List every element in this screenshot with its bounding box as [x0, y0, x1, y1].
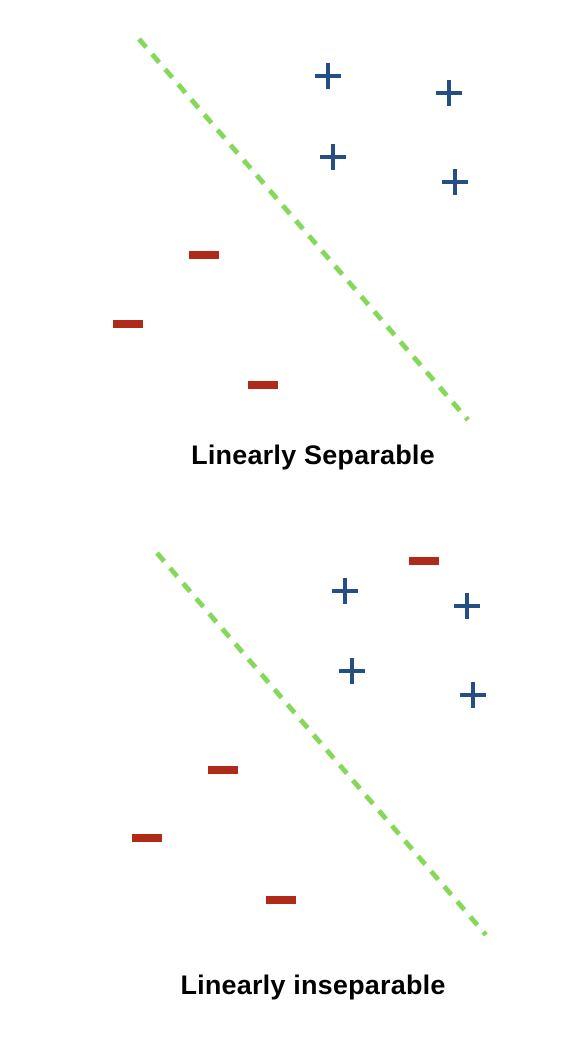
negative-marker — [113, 320, 143, 328]
positive-marker — [460, 682, 486, 708]
negative-marker — [132, 834, 162, 842]
inseparable-caption: Linearly inseparable — [180, 970, 446, 1000]
separable-plot — [113, 37, 470, 422]
negative-marker — [208, 766, 238, 774]
separable-panel: Linearly Separable — [0, 0, 566, 500]
positive-marker — [339, 658, 365, 684]
positive-marker — [436, 80, 462, 106]
decision-boundary-line — [155, 551, 488, 937]
negative-marker — [189, 251, 219, 259]
inseparable-plot — [132, 551, 488, 937]
positive-marker — [454, 593, 480, 619]
negative-marker — [248, 381, 278, 389]
positive-marker — [315, 63, 341, 89]
inseparable-panel: Linearly inseparable — [0, 515, 566, 1048]
negative-marker — [266, 896, 296, 904]
decision-boundary-line — [137, 37, 470, 422]
negative-marker — [409, 557, 439, 565]
positive-marker — [332, 578, 358, 604]
positive-marker — [320, 144, 346, 170]
positive-marker — [442, 169, 468, 195]
separable-caption: Linearly Separable — [191, 440, 435, 470]
